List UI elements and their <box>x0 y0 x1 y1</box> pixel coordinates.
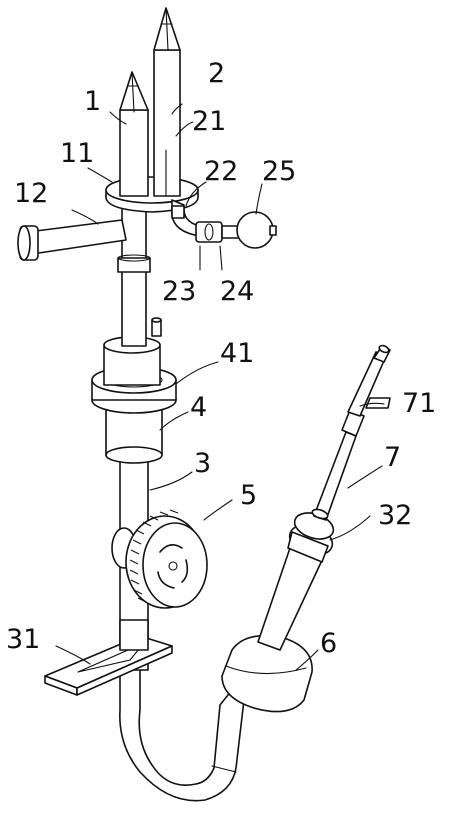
gun-body-6 <box>221 634 313 713</box>
leader-lines <box>55 103 385 671</box>
label-25: 25 <box>262 156 296 187</box>
label-31: 31 <box>6 624 40 655</box>
label-1: 1 <box>84 86 101 117</box>
label-24: 24 <box>220 276 254 307</box>
label-7: 7 <box>384 442 401 473</box>
label-23: 23 <box>162 276 196 307</box>
label-12: 12 <box>14 178 48 209</box>
label-11: 11 <box>60 138 94 169</box>
label-21: 21 <box>192 106 226 137</box>
label-4: 4 <box>190 392 207 423</box>
adjustment-knob-5 <box>111 509 208 609</box>
label-2: 2 <box>208 58 225 89</box>
label-5: 5 <box>240 480 257 511</box>
label-6: 6 <box>320 628 337 659</box>
label-41: 41 <box>220 338 254 369</box>
label-22: 22 <box>204 156 238 187</box>
handle-12 <box>17 219 127 261</box>
rod-7 <box>311 344 391 521</box>
spike-1 <box>119 71 149 197</box>
clamp-plate-31 <box>44 619 173 696</box>
reference-labels: 1 2 21 11 22 25 12 23 24 41 71 4 7 3 5 3… <box>6 58 436 659</box>
label-71: 71 <box>402 388 436 419</box>
main-shaft <box>117 199 151 347</box>
label-32: 32 <box>378 500 412 531</box>
side-branch <box>171 199 277 249</box>
label-3: 3 <box>194 448 211 479</box>
spike-2 <box>153 7 181 197</box>
